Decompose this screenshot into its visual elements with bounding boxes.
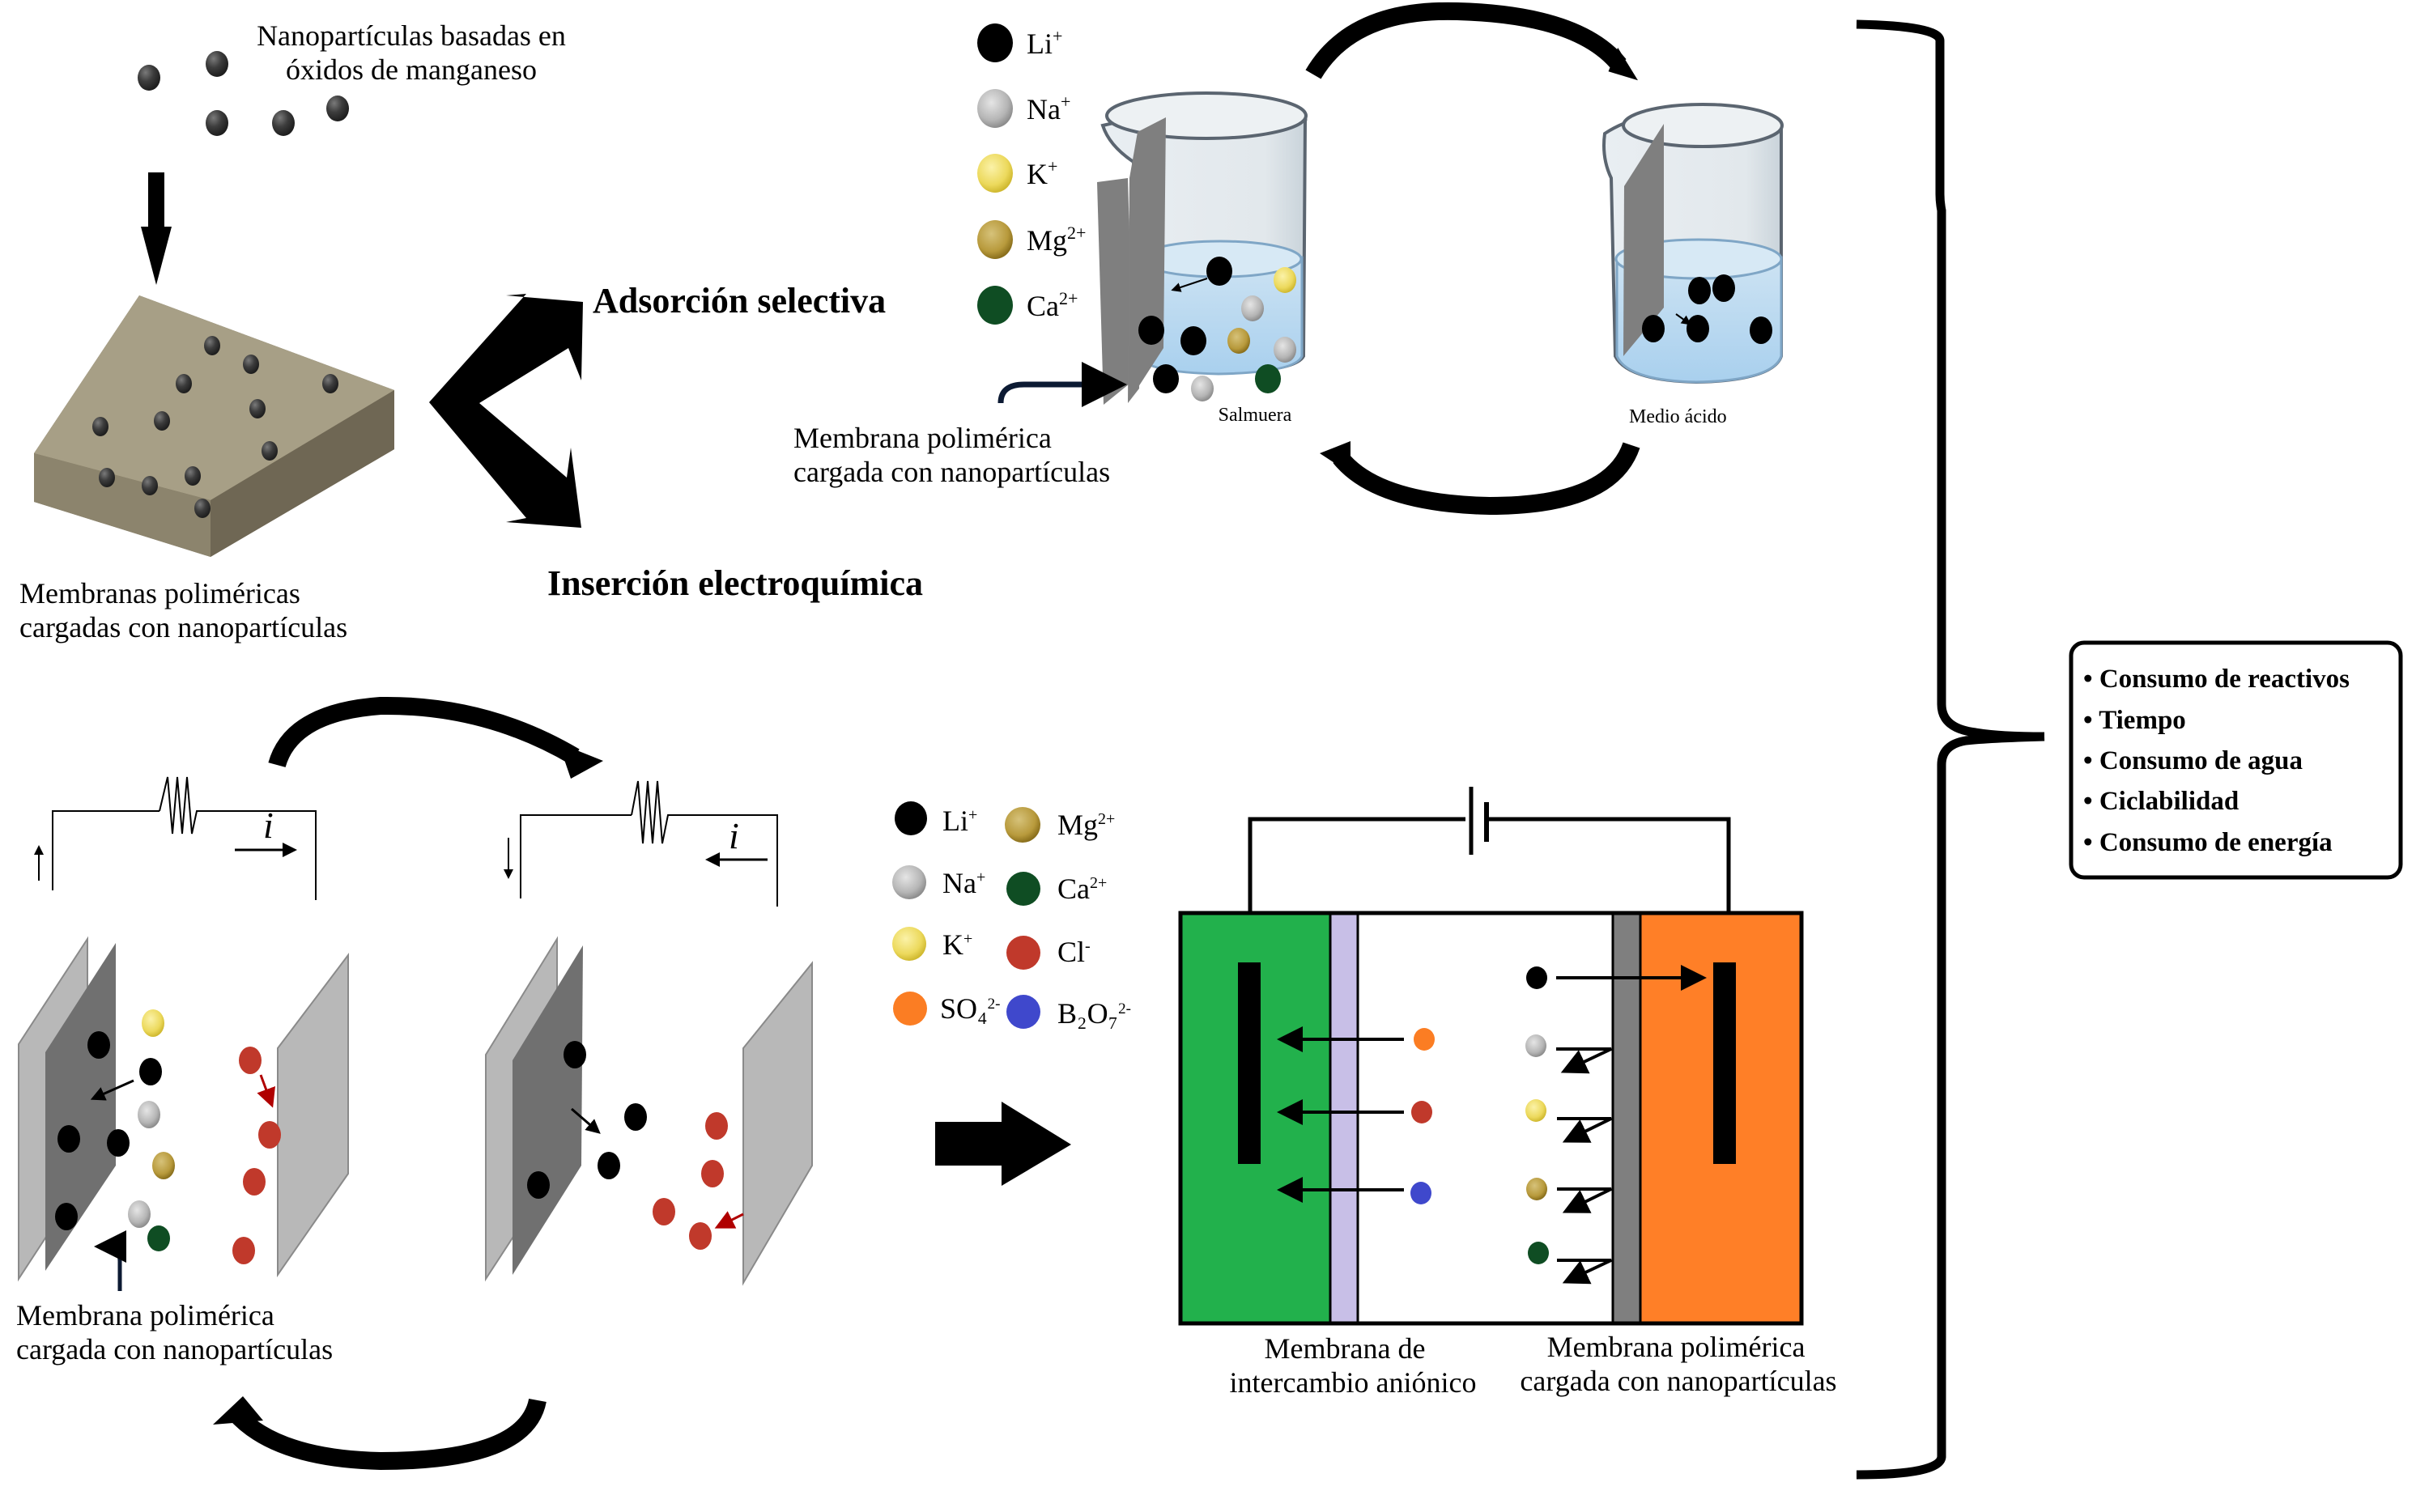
legend-li: Li [1027, 28, 1053, 60]
membrane-pointer-arrow-icon [997, 362, 1127, 407]
insertion-cell-a: i [18, 776, 349, 1291]
svg-text:SO₄2-: SO₄2- [940, 992, 1000, 1025]
current-symbol-b: i [729, 815, 739, 856]
cycle-arrow-top-head-icon [1608, 47, 1638, 81]
current-symbol-a: i [263, 805, 274, 846]
cycle-arrow-top-icon [1305, 2, 1627, 79]
nanoparticles-label-line1: Nanopartículas basadas en [257, 19, 566, 52]
anion-membrane-label-line1: Membrana de [1265, 1332, 1426, 1365]
down-arrow-icon [141, 172, 172, 285]
legend-ca: Ca [1027, 290, 1059, 322]
criteria-item: Consumo de energía [2099, 828, 2333, 857]
svg-text:B₂O₇2-: B₂O₇2- [1057, 997, 1131, 1030]
svg-text:Cl-: Cl- [1057, 936, 1091, 968]
ins-legend-mg: Mg [1057, 809, 1098, 841]
criteria-item: Ciclabilidad [2099, 787, 2239, 816]
adsorption-heading: Adsorción selectiva [593, 281, 886, 321]
cycle-arrow-bottom-icon [1333, 442, 1640, 516]
criteria-item: Consumo de agua [2099, 746, 2303, 775]
insertion-cell-b: i [485, 780, 813, 1286]
legend-mg: Mg [1027, 224, 1067, 257]
ins-legend-so4: SO₄ [940, 992, 988, 1025]
criteria-list: • Consumo de reactivos • Tiempo • Consum… [2083, 665, 2350, 857]
adsorption-membrane-label-line2: cargada con nanopartículas [793, 456, 1110, 488]
criteria-item: Tiempo [2099, 706, 2186, 735]
membrane-block-label-line1: Membranas poliméricas [19, 577, 300, 609]
svg-text:Mg2+: Mg2+ [1027, 223, 1086, 257]
insertion-legend: Li+ Mg2+ Na+ Ca2+ K+ Cl- SO₄2- B₂O₇2- [892, 801, 1131, 1030]
insertion-heading: Inserción electroquímica [547, 563, 923, 603]
criteria-item: Consumo de reactivos [2099, 665, 2350, 694]
ins-legend-k: K [942, 928, 963, 961]
svg-text:Li+: Li+ [942, 805, 977, 837]
insertion-membrane-label-line1: Membrana polimérica [16, 1299, 274, 1331]
brine-label: Salmuera [1219, 405, 1292, 426]
np-membrane-label-line2: cargada con nanopartículas [1520, 1365, 1836, 1397]
svg-text:K+: K+ [942, 928, 972, 961]
acid-label: Medio ácido [1629, 406, 1727, 427]
right-brace-icon [1856, 19, 2045, 1480]
svg-text:• Consumo de agua: • Consumo de agua [2083, 746, 2303, 775]
membrane-block-label-line2: cargadas con nanopartículas [19, 611, 347, 643]
cycle-arrow-insertion-bottom-head-icon [213, 1396, 263, 1425]
membrane-sheet [1623, 124, 1664, 356]
svg-text:• Tiempo: • Tiempo [2083, 706, 2186, 735]
cycle-arrow-insertion-top-head-icon [559, 743, 603, 779]
polymer-membrane-block [34, 295, 394, 557]
svg-text:• Consumo de reactivos: • Consumo de reactivos [2083, 665, 2350, 694]
criteria-box [2069, 640, 2403, 880]
svg-text:Na+: Na+ [942, 867, 985, 899]
legend-na: Na [1027, 93, 1061, 125]
svg-text:• Consumo de energía: • Consumo de energía [2083, 828, 2333, 857]
np-membrane-label-line1: Membrana polimérica [1547, 1331, 1806, 1363]
ins-legend-cl: Cl [1057, 936, 1085, 968]
nanoparticles-label-line2: óxidos de manganeso [286, 53, 537, 86]
svg-text:Li+: Li+ [1027, 26, 1062, 60]
ins-legend-na: Na [942, 867, 976, 899]
anion-membrane-label-line2: intercambio aniónico [1230, 1366, 1477, 1399]
ins-legend-li: Li [942, 805, 968, 837]
insertion-membrane-label-line2: cargada con nanopartículas [16, 1333, 333, 1365]
cathode-electrode [1713, 962, 1736, 1164]
adsorption-membrane-label-line1: Membrana polimérica [793, 422, 1052, 454]
anion-exchange-membrane [1330, 913, 1358, 1323]
legend-k: K [1027, 158, 1048, 190]
branch-arrows-icon [429, 294, 583, 528]
beaker-brine: Salmuera [1097, 91, 1308, 426]
svg-text:K+: K+ [1027, 156, 1057, 190]
ins-legend-ca: Ca [1057, 873, 1090, 905]
svg-text:Na+: Na+ [1027, 91, 1070, 125]
ins-legend-b2o7: B₂O₇ [1057, 997, 1118, 1030]
cycle-arrow-insertion-bottom-icon [228, 1398, 547, 1471]
svg-text:Mg2+: Mg2+ [1057, 809, 1115, 841]
cycle-arrow-insertion-top-icon [268, 696, 580, 768]
adsorption-legend: Li+ Na+ K+ Mg2+ Ca2+ [977, 23, 1086, 325]
beaker-acid: Medio ácido [1602, 103, 1784, 427]
svg-text:Ca2+: Ca2+ [1027, 288, 1078, 322]
svg-text:• Ciclabilidad: • Ciclabilidad [2083, 787, 2239, 816]
electrochemical-cell [1178, 787, 1804, 1326]
nanoparticle-cluster [138, 51, 349, 136]
nanoparticle-membrane [1613, 913, 1640, 1323]
anode-electrode [1238, 962, 1261, 1164]
process-arrow-icon [935, 1102, 1071, 1186]
cycle-arrow-bottom-head-icon [1320, 441, 1350, 474]
svg-text:Ca2+: Ca2+ [1057, 873, 1107, 905]
